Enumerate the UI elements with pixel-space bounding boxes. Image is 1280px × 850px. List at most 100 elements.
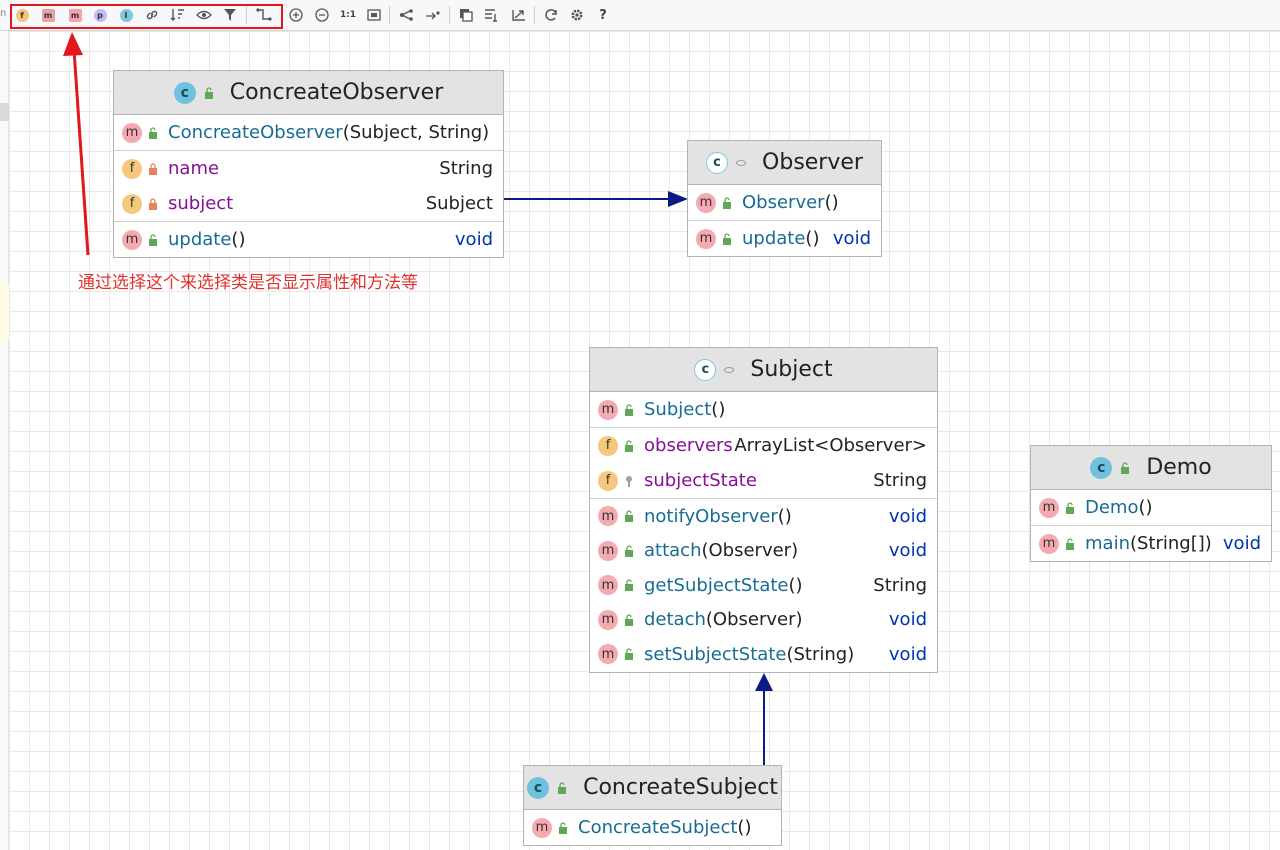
class-header[interactable]: c Subject [590, 348, 937, 392]
method-m-icon: m [696, 228, 716, 249]
layout-tree-button[interactable] [397, 5, 417, 25]
class-header[interactable]: c Demo [1031, 446, 1271, 490]
sort-members-button[interactable] [168, 5, 188, 25]
class-header[interactable]: c Observer [688, 141, 881, 185]
methods-section: m update () void [114, 222, 503, 257]
constructor-row[interactable]: m Demo () [1031, 490, 1271, 525]
zoom-in-icon [289, 8, 303, 22]
show-methods-toggle[interactable]: m [65, 5, 85, 25]
structure-button[interactable] [482, 5, 502, 25]
tree-layout-icon [400, 9, 413, 21]
methods-section: m notifyObserver () void m attach (Obser… [590, 499, 937, 672]
member-type: void [1222, 533, 1261, 554]
class-header[interactable]: c ConcreateObserver [114, 71, 503, 115]
member-type: void [888, 540, 927, 562]
constructor-row[interactable]: m Subject () [590, 392, 937, 427]
fit-content-button[interactable] [364, 5, 384, 25]
field-row[interactable]: f name String [114, 151, 503, 186]
constructor-m-icon: m [41, 8, 55, 22]
class-title: ConcreateObserver [229, 80, 444, 105]
show-dependencies-toggle[interactable] [142, 5, 162, 25]
method-row[interactable]: m update () void [688, 221, 881, 256]
actual-size-button[interactable]: 1:1 [338, 5, 358, 25]
visibility-button[interactable] [194, 5, 214, 25]
zoom-out-button[interactable] [312, 5, 332, 25]
member-name: Observer [742, 192, 825, 213]
member-type: String [439, 158, 493, 179]
private-lock-icon [149, 197, 157, 210]
member-name: getSubjectState [644, 574, 789, 596]
method-m-icon: m [696, 192, 716, 213]
settings-button[interactable] [567, 5, 587, 25]
class-title: ConcreateSubject [583, 775, 778, 800]
method-row[interactable]: m getSubjectState () String [590, 568, 937, 603]
apply-layout-icon [426, 11, 440, 20]
class-concreate-subject[interactable]: c ConcreateSubject m ConcreateSubject () [523, 765, 782, 846]
export-button[interactable] [509, 5, 529, 25]
constructor-row[interactable]: m Observer () [688, 185, 881, 220]
class-observer[interactable]: c Observer m Observer () m update () voi… [687, 140, 882, 257]
class-concreate-observer[interactable]: c ConcreateObserver m ConcreateObserver … [113, 70, 504, 258]
member-type: Subject [425, 193, 493, 214]
member-params: () [824, 192, 839, 213]
methods-section: m main (String[]) void [1031, 526, 1271, 561]
public-unlock-icon [625, 648, 633, 661]
field-row[interactable]: f subject Subject [114, 186, 503, 221]
constructor-row[interactable]: m ConcreateObserver (Subject, String) [114, 115, 503, 150]
class-demo[interactable]: c Demo m Demo () m main (String[]) void [1030, 445, 1272, 562]
field-row[interactable]: f observers ArrayList<Observer> [590, 428, 937, 463]
method-m-icon: m [598, 399, 618, 420]
public-unlock-icon [1066, 537, 1074, 550]
zoom-in-button[interactable] [286, 5, 306, 25]
member-params: () [711, 399, 726, 420]
member-name: main [1085, 533, 1130, 554]
member-name: update [742, 228, 806, 249]
copy-icon [460, 9, 473, 22]
member-name: notifyObserver [644, 505, 778, 527]
edge-routing-button[interactable] [254, 5, 274, 25]
member-name: name [168, 158, 220, 179]
method-row[interactable]: m setSubjectState (String) void [590, 637, 937, 672]
public-unlock-icon [625, 439, 633, 452]
field-row[interactable]: f subjectState String [590, 463, 937, 498]
help-button[interactable]: ? [593, 5, 613, 25]
refresh-button[interactable] [541, 5, 561, 25]
public-unlock-icon [625, 579, 633, 592]
member-type: void [832, 228, 871, 249]
member-params: (String) [786, 643, 855, 665]
method-row[interactable]: m update () void [114, 222, 503, 257]
field-f-icon: f [122, 158, 142, 179]
show-constructors-toggle[interactable]: m [38, 5, 58, 25]
left-gutter [0, 31, 9, 850]
member-name: detach [644, 609, 706, 631]
inner-class-icon: I [119, 8, 133, 22]
class-header[interactable]: c ConcreateSubject [524, 766, 781, 810]
route-icon [256, 8, 272, 21]
export-icon [512, 10, 525, 21]
member-params: (Observer) [705, 609, 803, 631]
public-unlock-icon [723, 196, 731, 209]
method-row[interactable]: m attach (Observer) void [590, 534, 937, 569]
help-icon: ? [599, 7, 607, 23]
show-inner-classes-toggle[interactable]: I [116, 5, 136, 25]
member-params: () [1138, 497, 1153, 518]
constructors-section: m ConcreateSubject () [524, 810, 781, 845]
member-params: () [737, 817, 752, 838]
copy-button[interactable] [456, 5, 476, 25]
show-properties-toggle[interactable]: p [90, 5, 110, 25]
public-unlock-icon [558, 781, 567, 794]
field-f-icon: f [598, 435, 618, 456]
method-m-icon: m [598, 644, 618, 665]
method-row[interactable]: m main (String[]) void [1031, 526, 1271, 561]
filter-button[interactable] [220, 5, 240, 25]
constructor-row[interactable]: m ConcreateSubject () [524, 810, 781, 845]
method-row[interactable]: m notifyObserver () void [590, 499, 937, 534]
apply-layout-button[interactable] [423, 5, 443, 25]
member-params: (Subject, String) [342, 122, 490, 143]
private-lock-icon [149, 162, 157, 175]
member-name: setSubjectState [644, 643, 787, 665]
class-subject[interactable]: c Subject m Subject () f observers Array… [589, 347, 938, 673]
method-row[interactable]: m detach (Observer) void [590, 603, 937, 638]
show-fields-toggle[interactable]: f [12, 5, 32, 25]
refresh-icon [545, 9, 557, 21]
